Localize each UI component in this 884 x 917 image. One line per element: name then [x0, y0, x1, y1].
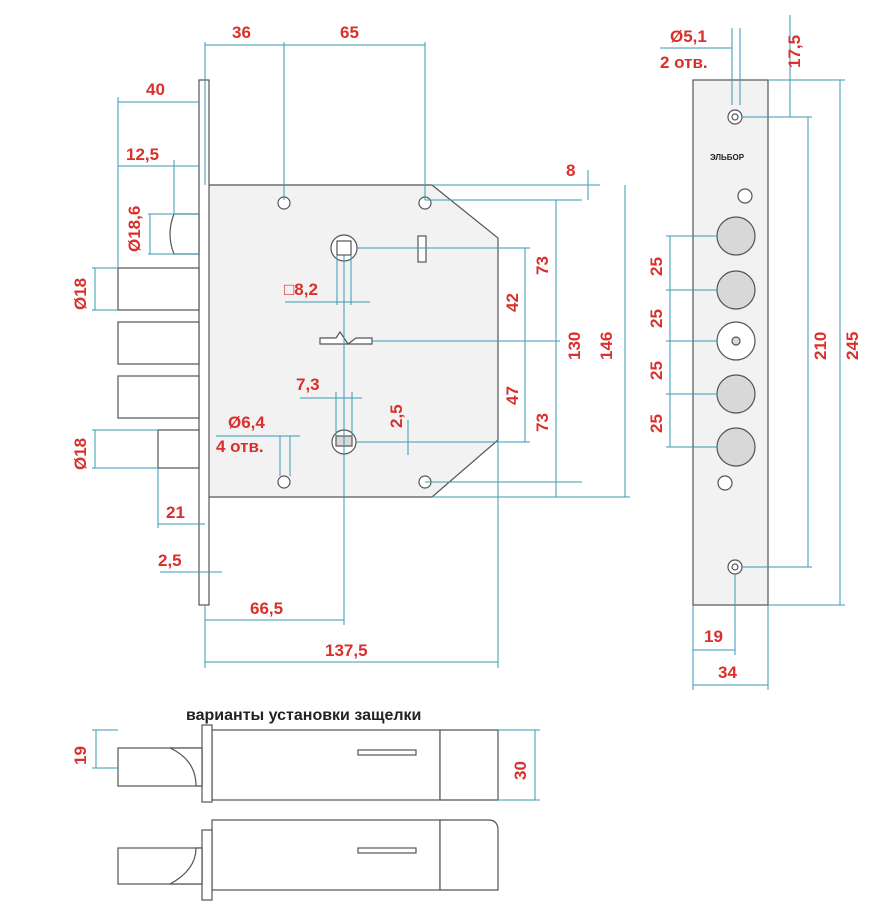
dim-d18-b: Ø18	[71, 438, 90, 470]
dim-30: 30	[511, 761, 530, 780]
dim-sq8-2: □8,2	[284, 280, 318, 299]
mount-hole	[277, 475, 291, 489]
dim-66-5: 66,5	[250, 599, 283, 618]
bolt-face-3	[716, 374, 756, 414]
strike-plate: ЭЛЬБОР	[692, 79, 769, 606]
strike-dimension-lines	[660, 15, 845, 690]
brand-logo: ЭЛЬБОР	[710, 153, 745, 162]
faceplate	[198, 79, 210, 606]
dim-40: 40	[146, 80, 165, 99]
dim-73-a: 73	[533, 256, 552, 275]
dim-65: 65	[340, 23, 359, 42]
dim-2-5-b: 2,5	[158, 551, 182, 570]
slot	[417, 235, 427, 263]
dim-146: 146	[597, 332, 616, 360]
dim-130: 130	[565, 332, 584, 360]
dim-d18-a: Ø18	[71, 278, 90, 310]
bolt-face-2	[716, 270, 756, 310]
dim-d18-6: Ø18,6	[125, 206, 144, 252]
dim-42: 42	[503, 293, 522, 312]
dim-25-a: 25	[647, 257, 666, 276]
dim-17-5: 17,5	[785, 35, 804, 68]
latch-variants-title: варианты установки защелки	[186, 707, 421, 724]
screw-head	[717, 475, 733, 491]
holes-2: 2 отв.	[660, 53, 708, 72]
bolt-face-1	[716, 216, 756, 256]
holes-4: 4 отв.	[216, 437, 264, 456]
dimension-lines	[92, 42, 630, 668]
dim-12-5: 12,5	[126, 145, 159, 164]
dimension-labels: 36 65 40 12,5 Ø18,6 Ø18 Ø18 8 73 42 130 …	[71, 23, 862, 780]
dim-21: 21	[166, 503, 185, 522]
dim-7-3: 7,3	[296, 375, 320, 394]
dim-d5-1: Ø5,1	[670, 27, 707, 46]
dim-137-5: 137,5	[325, 641, 368, 660]
bolt-3	[117, 375, 200, 419]
dim-19-a: 19	[704, 627, 723, 646]
dim-25-d: 25	[647, 414, 666, 433]
dim-210: 210	[811, 332, 830, 360]
bolt-face-4	[716, 427, 756, 467]
dim-36: 36	[232, 23, 251, 42]
dim-47: 47	[503, 386, 522, 405]
bolt-4	[157, 429, 200, 469]
lock-body	[117, 79, 499, 606]
key-bar	[319, 330, 373, 345]
dim-245: 245	[843, 332, 862, 360]
dim-25-c: 25	[647, 361, 666, 380]
latch	[169, 213, 200, 255]
latch-variant-2	[117, 819, 499, 901]
dim-d6-4: Ø6,4	[228, 413, 265, 432]
latch-dimension-lines	[92, 729, 540, 801]
dim-73-b: 73	[533, 413, 552, 432]
dim-8: 8	[566, 161, 575, 180]
latch-variant-1	[117, 724, 499, 803]
dim-25-b: 25	[647, 309, 666, 328]
bolt-2	[117, 321, 200, 365]
dim-2-5-a: 2,5	[387, 404, 406, 428]
bolt-1	[117, 267, 200, 311]
dim-34: 34	[718, 663, 737, 682]
dim-19-b: 19	[71, 746, 90, 765]
square-spindle	[336, 240, 352, 256]
screw-head	[737, 188, 753, 204]
